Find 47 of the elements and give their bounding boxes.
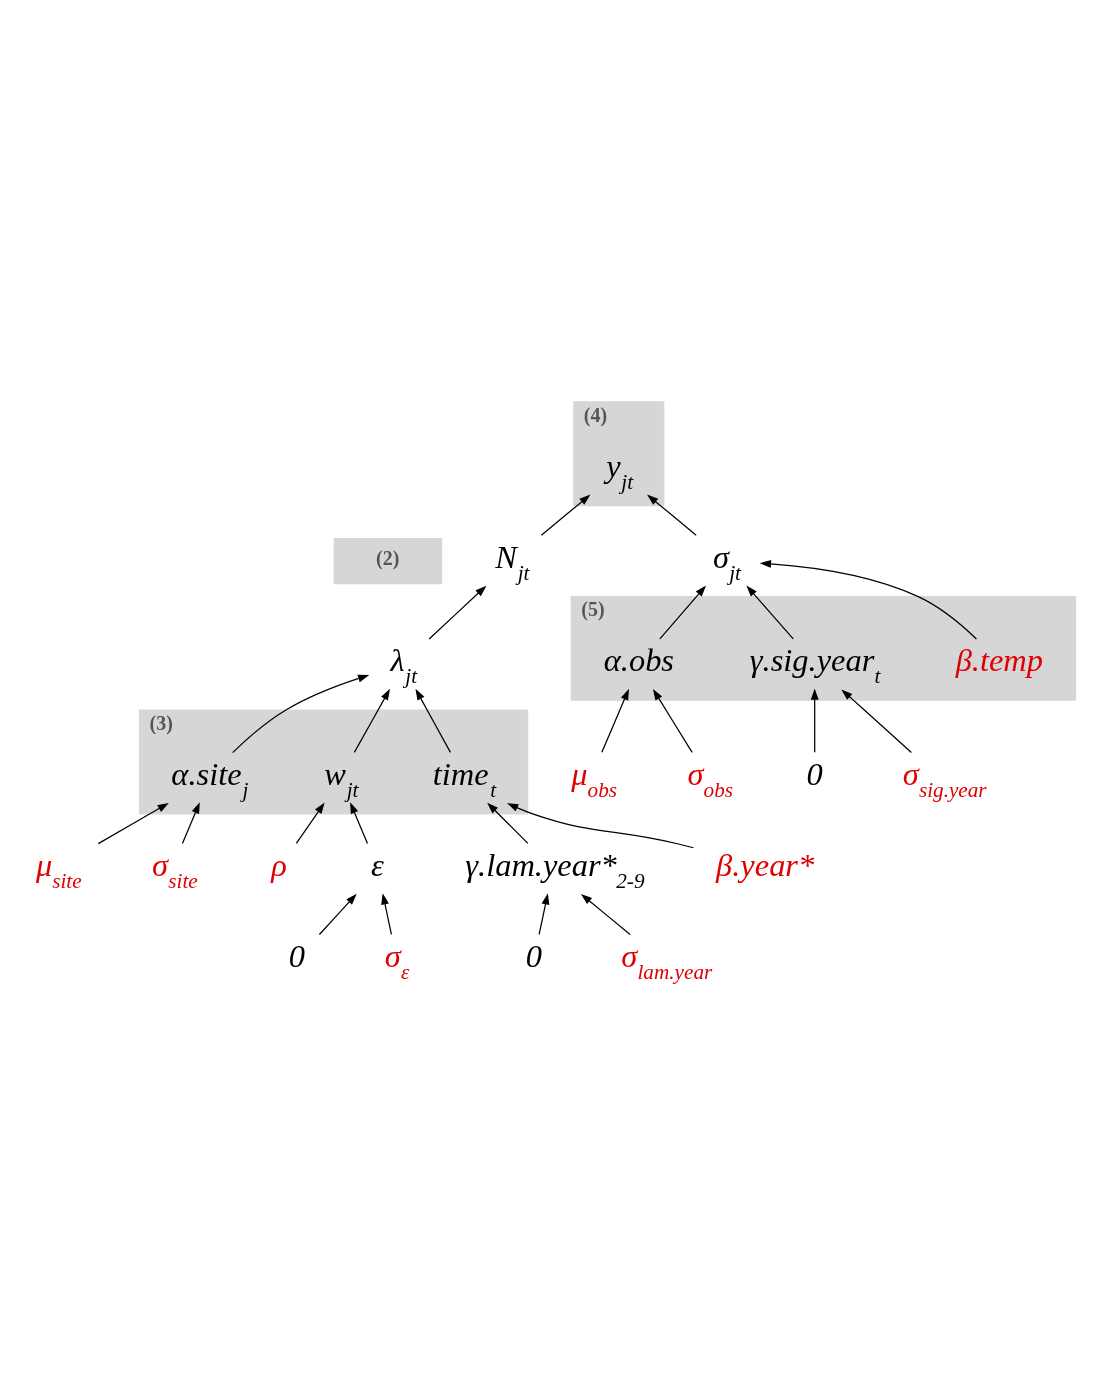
arrow: [353, 688, 390, 753]
arrow: [759, 560, 978, 640]
arrow: [350, 802, 369, 844]
node-text: λ$_{jt}$: [390, 642, 418, 689]
node-text: w$_{jt}$: [324, 755, 359, 802]
arrow: [295, 802, 325, 844]
arrow: [652, 688, 693, 753]
node-text: α.site$_{j}$: [171, 755, 249, 802]
node-text: ε: [371, 846, 384, 883]
node-text: ρ: [271, 846, 287, 883]
arrow: [580, 893, 631, 936]
node-box: (2): [333, 538, 443, 585]
node-text: σ$_{lam.year}$: [621, 938, 713, 985]
arrow: [428, 585, 487, 640]
node-text: σ$_{site}$: [152, 846, 198, 893]
arrow: [507, 803, 694, 849]
node-text: σ$_{jt}$: [712, 538, 741, 585]
node-text: 0: [525, 938, 543, 975]
node-text: α.obs: [603, 642, 674, 679]
arrow: [647, 494, 697, 536]
node-text: γ.lam.year*$_{2-9}$: [465, 846, 645, 893]
arrow: [381, 893, 393, 936]
node-text: γ.sig.year$_{t}$: [749, 642, 881, 689]
arrow: [810, 688, 819, 753]
node-text: σ$_{sig.year}$: [902, 755, 987, 802]
arrow: [746, 585, 794, 640]
arrow: [601, 688, 629, 753]
arrow: [318, 893, 357, 936]
node-text: 0: [288, 938, 305, 975]
node-text: 0: [806, 755, 823, 792]
node-text: time$_{t}$: [432, 755, 497, 802]
node-text: β.temp: [955, 642, 1044, 679]
arrow: [415, 688, 452, 753]
arrow: [659, 585, 707, 640]
arrow: [181, 802, 200, 844]
arrow: [97, 802, 169, 845]
node-text: β.year*: [716, 846, 815, 883]
node-text: μ$_{site}$: [35, 846, 82, 893]
node-text: μ$_{obs}$: [571, 755, 618, 802]
node-text: σ$_{obs}$: [687, 755, 734, 802]
arrow: [232, 674, 370, 754]
node-text: N$_{jt}$: [495, 538, 530, 585]
arrow: [538, 893, 550, 936]
arrow: [540, 494, 591, 536]
arrow: [487, 802, 529, 844]
arrow: [841, 689, 912, 754]
node-text: σ$_{ε}$: [384, 938, 410, 985]
